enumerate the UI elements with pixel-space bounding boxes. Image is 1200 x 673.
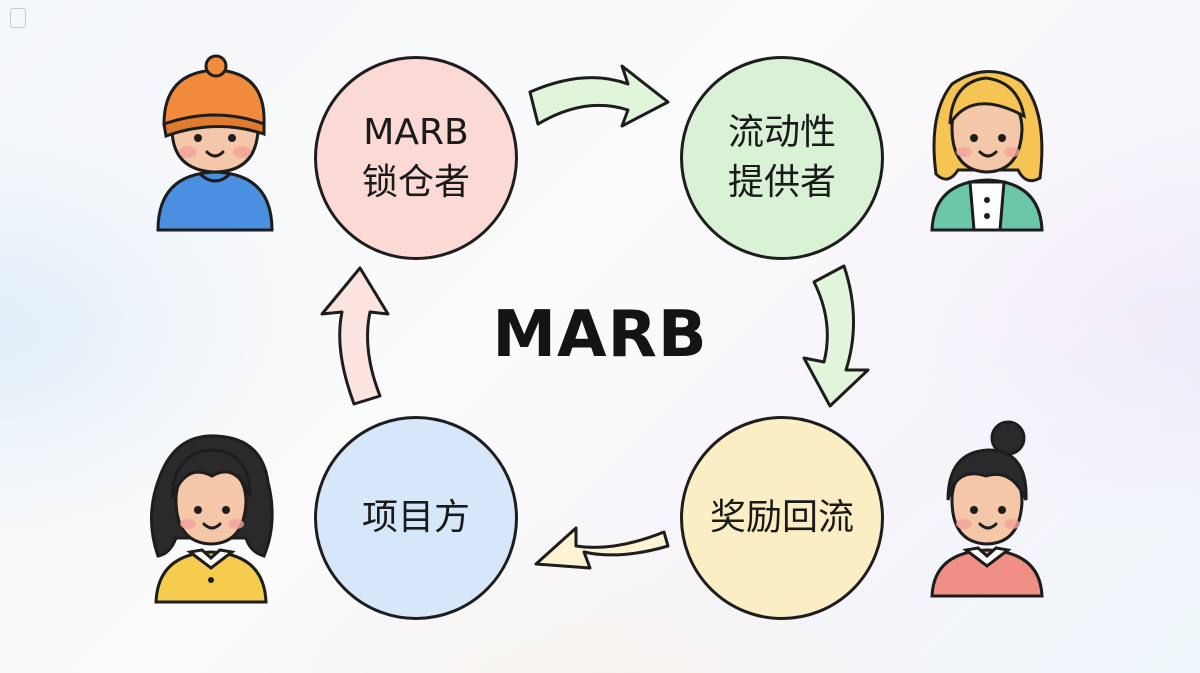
node-label-project: 项目方 [361, 497, 470, 538]
person-blonde-icon [930, 70, 1044, 232]
node-reward-return: 奖励回流 [680, 416, 884, 620]
corner-badge-icon [10, 8, 26, 28]
node-marb-lockers: MARB 锁仓者 [314, 56, 518, 260]
node-label-lockers: MARB 锁仓者 [361, 112, 470, 203]
node-project-team: 项目方 [314, 416, 518, 620]
node-liquidity-providers: 流动性 提供者 [680, 56, 884, 260]
node-label-reward: 奖励回流 [709, 497, 854, 538]
person-bun-icon [930, 420, 1044, 598]
person-beanie-icon [156, 54, 274, 232]
center-title: MARB [492, 298, 708, 372]
arrow-project-to-lock [320, 266, 390, 406]
arrow-reward-to-project [534, 526, 670, 570]
arrow-liquidity-to-reward [802, 264, 870, 408]
arrow-lock-to-liquidity [528, 64, 670, 128]
node-label-liquidity: 流动性 提供者 [727, 112, 836, 203]
person-curly-icon [150, 434, 274, 604]
